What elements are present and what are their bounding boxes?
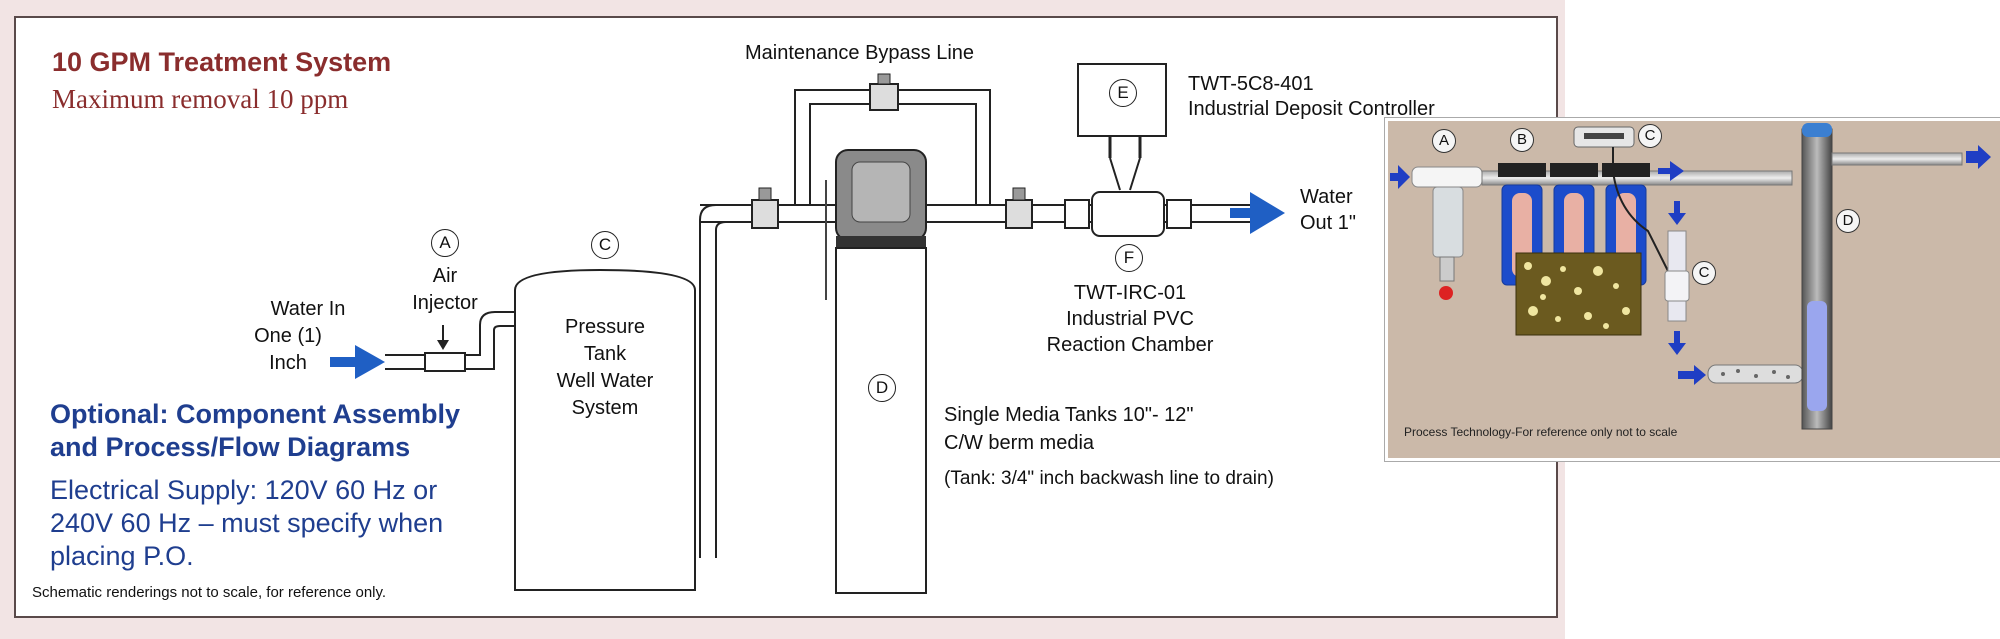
callout-a: A xyxy=(431,229,459,257)
pressure-tank xyxy=(514,268,696,591)
water-in-label-3: Inch xyxy=(269,352,307,374)
bypass-label: Maintenance Bypass Line xyxy=(745,42,975,64)
controller-model: TWT-5C8-401 xyxy=(1188,73,1314,95)
callout-e: E xyxy=(1109,79,1137,107)
inset-callout-b: B xyxy=(1510,128,1534,152)
tank-label-1: Pressure xyxy=(564,316,646,338)
optional-heading: Optional: Component Assembly and Process… xyxy=(50,399,461,462)
controller-name: Industrial Deposit Controller xyxy=(1188,98,1435,120)
footnote: Schematic renderings not to scale, for r… xyxy=(32,584,387,601)
inset-callout-c: C xyxy=(1692,261,1716,285)
water-out-label-1: Water xyxy=(1300,186,1353,208)
diagram-panel xyxy=(14,16,1558,618)
inset-callout-d: D xyxy=(1836,209,1860,233)
water-out-label-2: Out 1" xyxy=(1300,212,1357,234)
inset-callout-a: A xyxy=(1432,129,1456,153)
inset-callout-c-top: C xyxy=(1638,124,1662,148)
injector-label-1: Air xyxy=(432,265,458,287)
chamber-model: TWT-IRC-01 xyxy=(1073,282,1187,304)
outlet-valve xyxy=(1005,187,1033,229)
media-label-2: C/W berm media xyxy=(944,432,1095,454)
riser-pipe xyxy=(699,204,727,558)
media-label-3: (Tank: 3/4" inch backwash line to drain) xyxy=(944,468,1274,489)
chamber-name-1: Industrial PVC xyxy=(1066,308,1194,330)
water-in-label-2: One (1) xyxy=(254,325,322,347)
chamber-name-2: Reaction Chamber xyxy=(1046,334,1214,356)
injector-label-2: Injector xyxy=(412,292,478,314)
inlet-pipe xyxy=(385,311,515,370)
inlet-valve xyxy=(751,187,779,229)
inset-note: Process Technology-For reference only no… xyxy=(1404,425,1678,439)
tank-label-2: Tank xyxy=(583,343,627,365)
callout-c: C xyxy=(591,231,619,259)
process-inset: A B C C D Process Technology-For referen… xyxy=(1385,118,2000,461)
media-tank xyxy=(835,247,927,594)
tank-label-4: System xyxy=(571,397,639,419)
inset-schematic xyxy=(1390,123,1991,430)
media-label-1: Single Media Tanks 10"- 12" xyxy=(944,404,1194,426)
bypass-valve-top xyxy=(869,73,899,111)
water-in-arrow xyxy=(330,345,385,379)
control-head xyxy=(835,149,927,248)
water-out-arrow xyxy=(1230,192,1285,234)
reaction-chamber xyxy=(1064,191,1192,237)
page-title: 10 GPM Treatment System xyxy=(52,47,392,77)
callout-d: D xyxy=(868,374,896,402)
water-in-label-1: Water In xyxy=(270,298,346,320)
electrical-supply: Electrical Supply: 120V 60 Hz or 240V 60… xyxy=(50,475,444,571)
callout-f: F xyxy=(1115,244,1143,272)
air-injector xyxy=(424,352,466,372)
tank-label-3: Well Water xyxy=(556,370,654,392)
page-subtitle: Maximum removal 10 ppm xyxy=(52,84,349,114)
